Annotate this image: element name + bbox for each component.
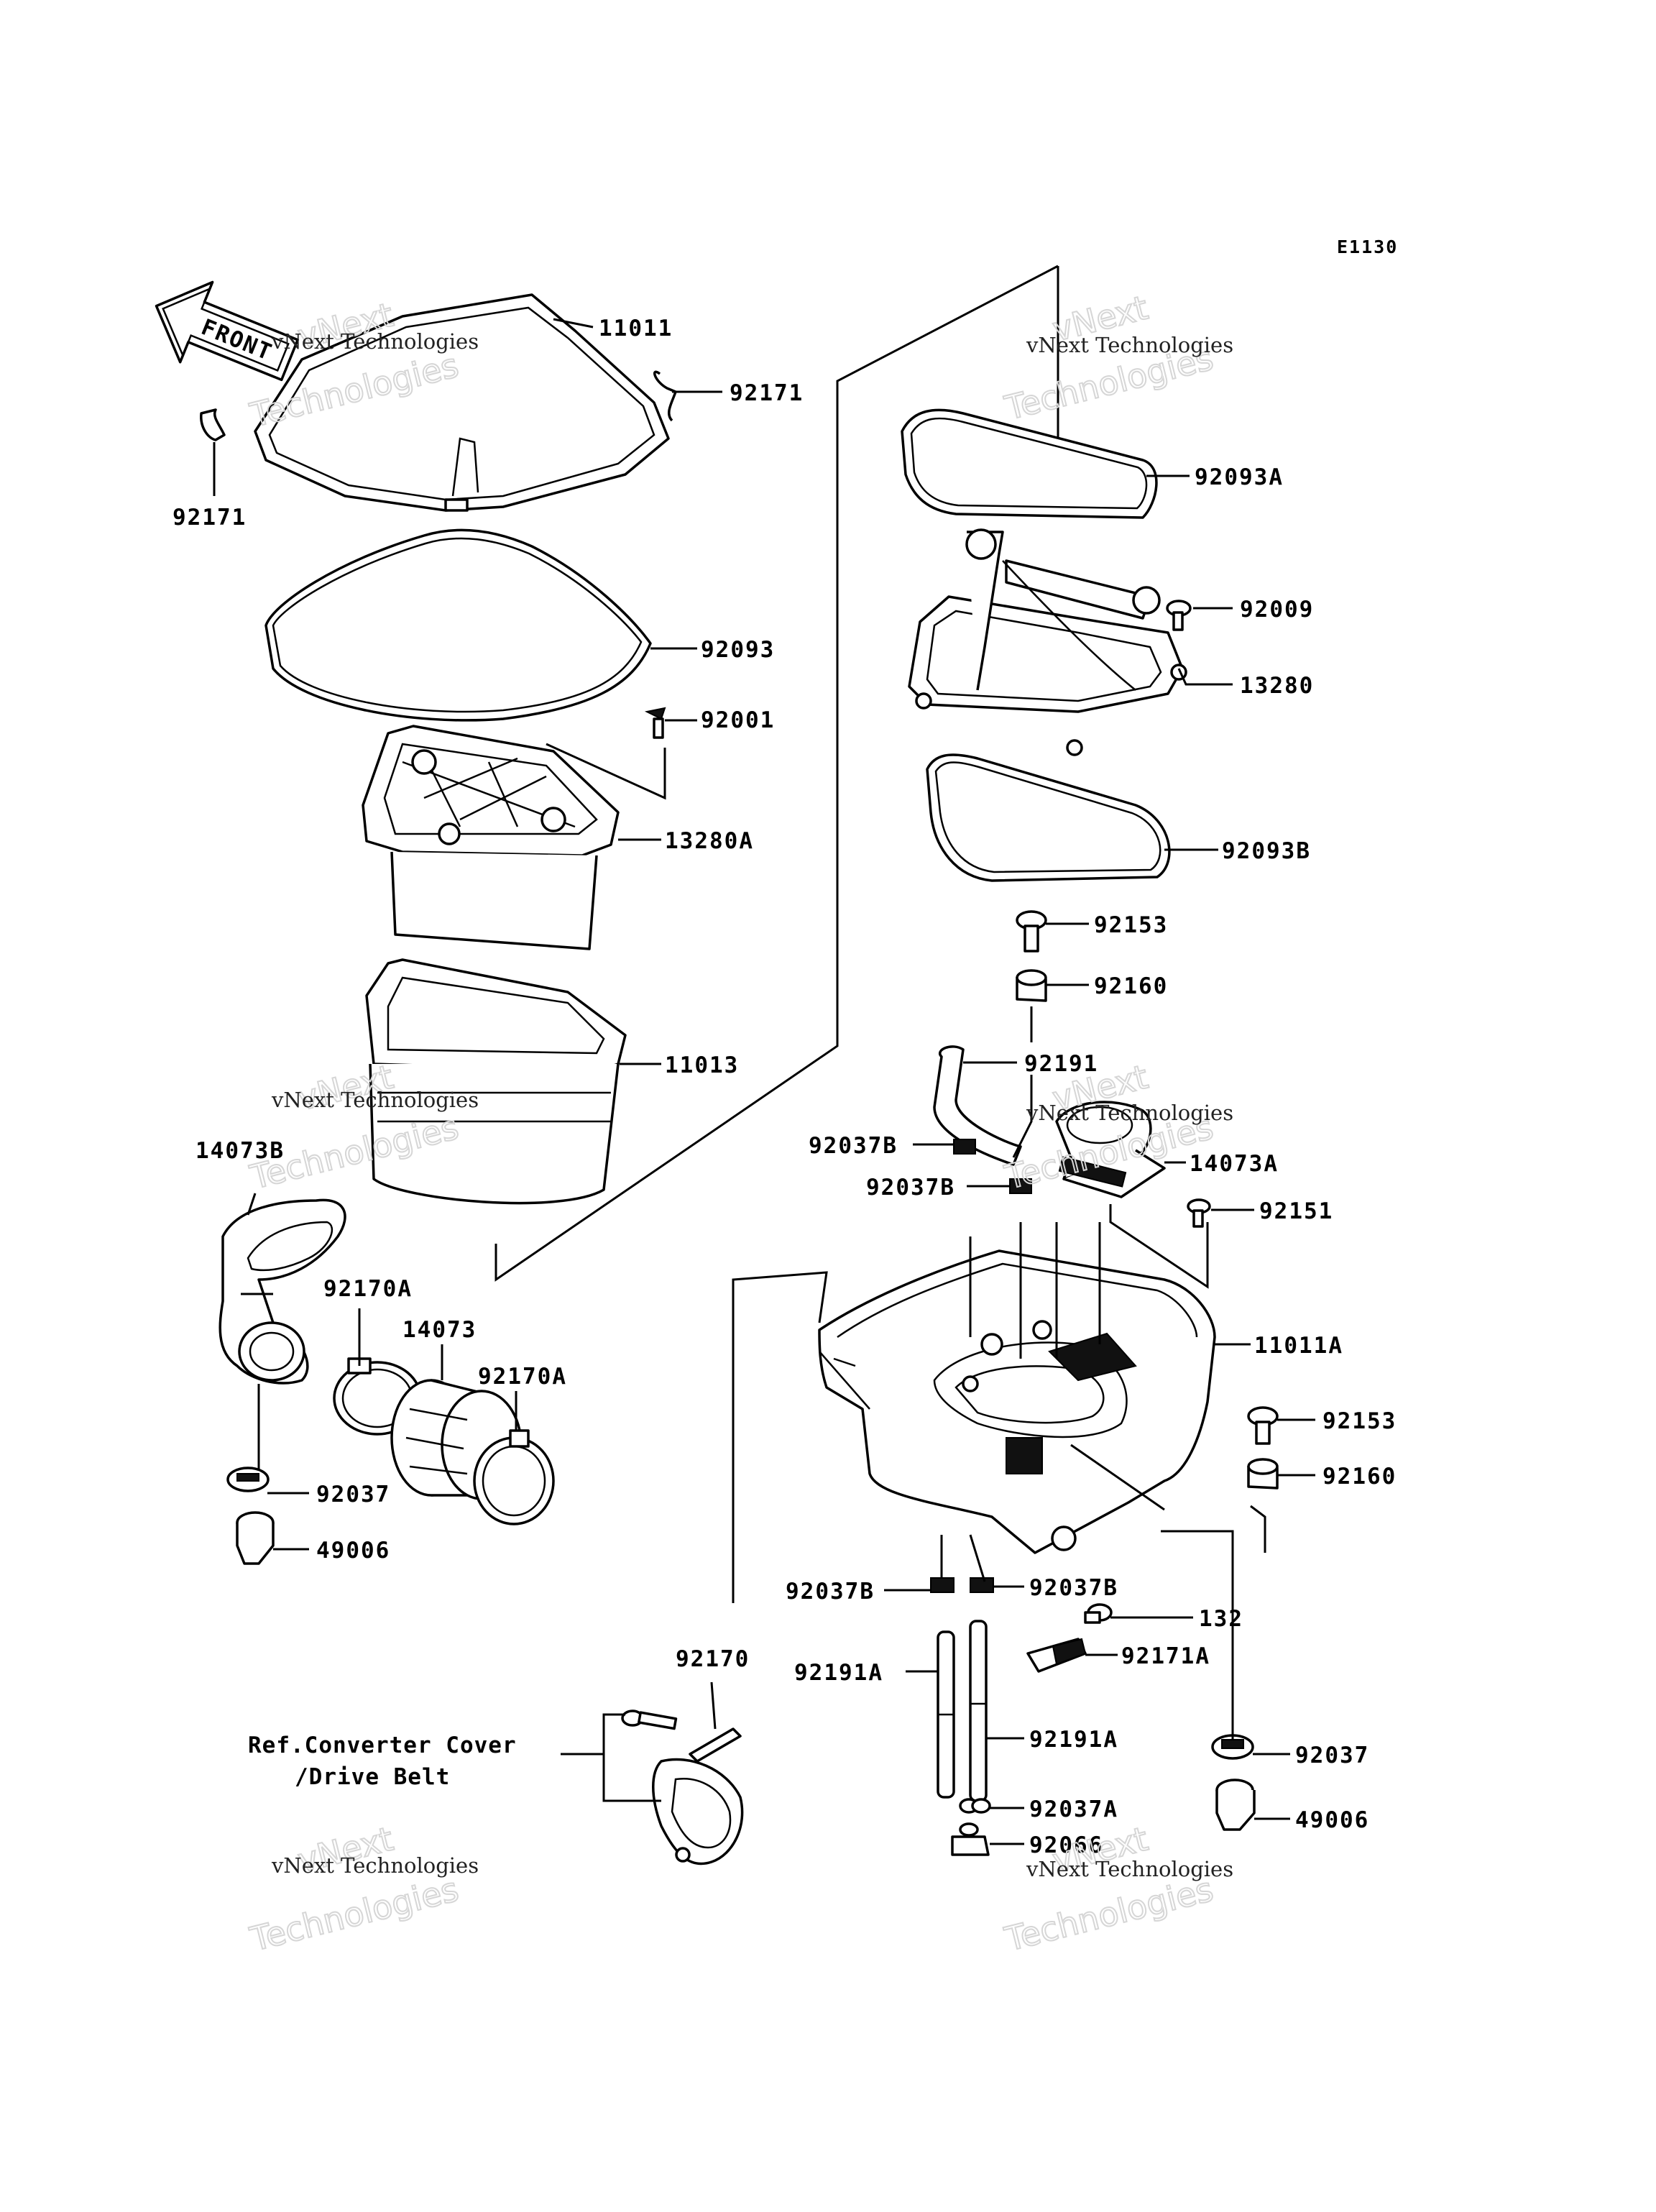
part-92153-bolt-top bbox=[1016, 910, 1047, 953]
part-14073B-duct bbox=[218, 1198, 346, 1385]
label-14073B: 14073B bbox=[196, 1138, 285, 1164]
label-92191A-right: 92191A bbox=[1029, 1727, 1118, 1753]
converter-bolt bbox=[621, 1710, 678, 1730]
part-92093B-gasket bbox=[926, 753, 1171, 882]
label-92037-right: 92037 bbox=[1295, 1743, 1369, 1768]
part-92037A-clip bbox=[959, 1798, 991, 1814]
part-92093-gasket bbox=[264, 528, 652, 722]
watermark-small-bottom-left: vNext Technologies bbox=[271, 1853, 479, 1878]
part-92171-clip-right bbox=[653, 370, 677, 422]
part-92093A-gasket bbox=[901, 408, 1158, 519]
label-92066: 92066 bbox=[1029, 1832, 1103, 1858]
label-11011A: 11011A bbox=[1254, 1333, 1343, 1359]
label-92160-top: 92160 bbox=[1094, 973, 1168, 999]
watermark-bottom-left: vNext Technologies bbox=[245, 1819, 463, 1960]
part-11011A-housing bbox=[818, 1249, 1216, 1554]
label-92037B-lower1: 92037B bbox=[786, 1579, 875, 1605]
label-132: 132 bbox=[1199, 1606, 1243, 1632]
label-92009: 92009 bbox=[1240, 597, 1314, 623]
part-132-bolt bbox=[1084, 1603, 1113, 1624]
part-13280A-filter-frame bbox=[362, 725, 620, 950]
part-92191A-tube-left bbox=[937, 1630, 955, 1799]
watermark-small-mid-right: vNext Technologies bbox=[1026, 1101, 1233, 1125]
part-92037B-clamp-lower1 bbox=[930, 1577, 954, 1593]
leader-92001-bracket bbox=[546, 743, 666, 800]
label-92037B-upper1: 92037B bbox=[809, 1133, 898, 1159]
label-92153-top: 92153 bbox=[1094, 912, 1168, 938]
watermark-small-top-left: vNext Technologies bbox=[271, 329, 479, 354]
part-92153-bolt-right bbox=[1247, 1406, 1279, 1445]
label-92001: 92001 bbox=[701, 707, 775, 733]
label-92037B-upper2: 92037B bbox=[866, 1175, 955, 1201]
label-92093B: 92093B bbox=[1222, 838, 1311, 864]
label-14073: 14073 bbox=[402, 1317, 477, 1343]
label-13280: 13280 bbox=[1240, 673, 1314, 699]
converter-cover bbox=[652, 1758, 744, 1865]
reference-note-line1: Ref.Converter Cover bbox=[248, 1733, 517, 1758]
label-13280A: 13280A bbox=[665, 828, 754, 854]
frame-line-lower bbox=[732, 1271, 828, 1603]
part-92037-clamp-right bbox=[1211, 1734, 1254, 1760]
part-11013-filter-element bbox=[365, 958, 627, 1205]
label-92093A: 92093A bbox=[1195, 464, 1284, 490]
part-92001-screw bbox=[644, 707, 666, 739]
part-13280-upper-frame bbox=[908, 528, 1187, 756]
part-92037B-clamp-lower2 bbox=[970, 1577, 994, 1593]
watermark-small-top-right: vNext Technologies bbox=[1026, 333, 1233, 357]
label-92037A: 92037A bbox=[1029, 1796, 1118, 1822]
frame-line-upper bbox=[494, 265, 1059, 1282]
label-14073A: 14073A bbox=[1190, 1151, 1279, 1177]
label-92191A-left: 92191A bbox=[794, 1660, 883, 1686]
svg-text:Technologies: Technologies bbox=[246, 1870, 462, 1959]
label-92171-right: 92171 bbox=[730, 380, 804, 406]
watermark-small-mid-left: vNext Technologies bbox=[271, 1088, 479, 1112]
svg-text:Technologies: Technologies bbox=[1000, 1870, 1217, 1959]
label-92093: 92093 bbox=[701, 637, 775, 663]
part-92037B-clamp-upper1 bbox=[953, 1139, 976, 1155]
part-49006-drain-right bbox=[1215, 1779, 1256, 1831]
label-49006-left: 49006 bbox=[316, 1538, 390, 1564]
label-92151: 92151 bbox=[1259, 1198, 1333, 1224]
part-92171A-bracket bbox=[1026, 1638, 1087, 1673]
part-92037-clamp-left bbox=[226, 1467, 270, 1492]
part-labels: 11011 92171 92171 92093 92001 13280A 110… bbox=[172, 316, 1397, 1858]
part-92009-screw bbox=[1166, 600, 1192, 631]
label-92037B-lower2: 92037B bbox=[1029, 1575, 1118, 1601]
label-92037-left: 92037 bbox=[316, 1482, 390, 1507]
label-92160-right: 92160 bbox=[1322, 1464, 1397, 1490]
leader-lines bbox=[213, 318, 1315, 1845]
label-92170A-left: 92170A bbox=[323, 1276, 413, 1302]
label-11013: 11013 bbox=[665, 1052, 739, 1078]
part-92171-clip-left bbox=[200, 408, 226, 441]
reference-note-line2: /Drive Belt bbox=[295, 1764, 450, 1790]
part-92170A-clamp-right bbox=[473, 1429, 555, 1525]
part-92170-band bbox=[689, 1727, 742, 1763]
label-92171-left: 92171 bbox=[172, 505, 247, 531]
watermark-bottom-right: vNext Technologies bbox=[1000, 1819, 1218, 1960]
diagram-code: E1130 bbox=[1337, 237, 1398, 257]
label-92170A-right: 92170A bbox=[478, 1364, 567, 1390]
part-49006-drain-left bbox=[236, 1511, 275, 1565]
label-92153-right: 92153 bbox=[1322, 1408, 1397, 1434]
part-11011-cover bbox=[254, 293, 670, 512]
part-92160-grommet-top bbox=[1016, 969, 1047, 1002]
label-92170: 92170 bbox=[676, 1646, 750, 1672]
watermark-small-bottom-right: vNext Technologies bbox=[1026, 1857, 1233, 1881]
label-92171A: 92171A bbox=[1121, 1643, 1210, 1669]
part-92066-plug bbox=[951, 1822, 990, 1856]
part-92151-bolt bbox=[1187, 1198, 1211, 1228]
part-92191A-tube-right bbox=[969, 1620, 988, 1802]
part-92160-grommet-right bbox=[1247, 1458, 1279, 1490]
label-49006-right: 49006 bbox=[1295, 1807, 1369, 1833]
label-11011: 11011 bbox=[599, 316, 673, 341]
part-14073A-inlet bbox=[1055, 1101, 1166, 1198]
label-92191: 92191 bbox=[1024, 1051, 1098, 1077]
part-92191-hose bbox=[933, 1045, 1022, 1166]
